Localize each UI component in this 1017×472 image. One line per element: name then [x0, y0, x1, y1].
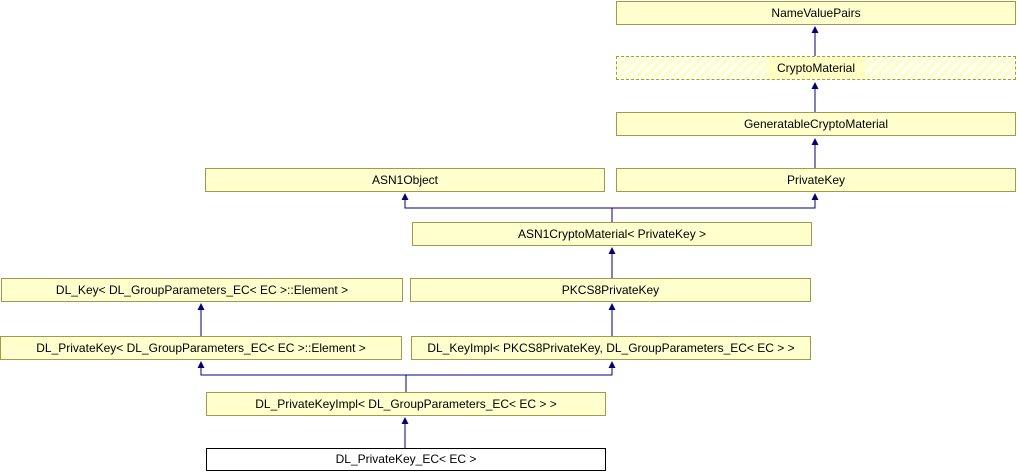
class-node-dl-privatekey-ec: DL_PrivateKey_EC< EC >: [206, 448, 606, 471]
class-node-cryptomaterial-label: CryptoMaterial: [766, 57, 866, 79]
arrowhead-icon: [197, 361, 205, 368]
arrowhead-icon: [811, 193, 819, 200]
class-node-asn1object[interactable]: ASN1Object: [205, 168, 605, 192]
class-node-cryptomaterial: CryptoMaterial: [616, 56, 1016, 80]
arrowhead-icon: [608, 303, 616, 310]
arrowhead-icon: [608, 247, 616, 254]
arrowhead-icon: [401, 193, 409, 200]
arrowhead-icon: [811, 26, 819, 33]
class-node-privatekey[interactable]: PrivateKey: [616, 168, 1016, 192]
class-node-dl-privatekeyimpl[interactable]: DL_PrivateKeyImpl< DL_GroupParameters_EC…: [206, 392, 606, 416]
arrowhead-icon: [401, 417, 409, 424]
class-node-pkcs8privatekey[interactable]: PKCS8PrivateKey: [410, 278, 811, 302]
class-node-dl-keyimpl[interactable]: DL_KeyImpl< PKCS8PrivateKey, DL_GroupPar…: [411, 336, 811, 360]
edge-dlprivatekeyimpl-to-parents: [200, 367, 613, 392]
arrowhead-icon: [608, 361, 616, 368]
edge-asn1cryptomaterial-to-parents: [404, 199, 816, 222]
class-node-namevaluepairs[interactable]: NameValuePairs: [616, 1, 1016, 25]
arrowhead-icon: [811, 138, 819, 145]
arrowhead-icon: [197, 303, 205, 310]
class-node-generatablecryptomaterial[interactable]: GeneratableCryptoMaterial: [616, 112, 1016, 136]
class-node-dl-key[interactable]: DL_Key< DL_GroupParameters_EC< EC >::Ele…: [1, 278, 403, 302]
arrowhead-icon: [811, 82, 819, 89]
class-node-dl-privatekey[interactable]: DL_PrivateKey< DL_GroupParameters_EC< EC…: [0, 336, 402, 360]
class-node-asn1cryptomaterial[interactable]: ASN1CryptoMaterial< PrivateKey >: [412, 222, 812, 246]
